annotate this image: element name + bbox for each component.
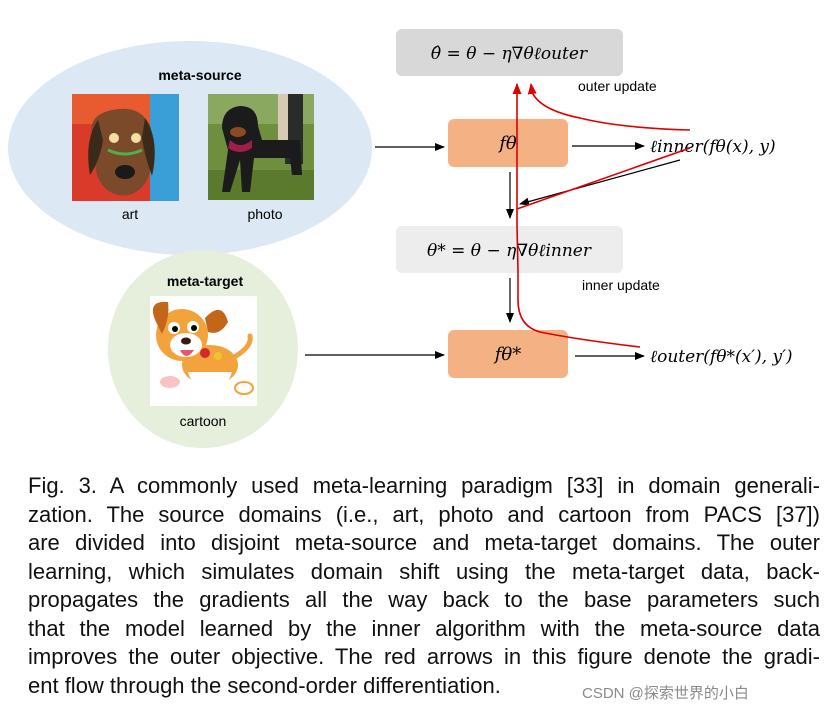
- cartoon-dog-icon: [150, 296, 257, 406]
- meta-target-title: meta-target: [167, 273, 244, 289]
- caption-line: ent flow through the second-order differ…: [28, 672, 501, 698]
- caption-line: Fig. 3. A commonly used meta-learning pa…: [28, 473, 820, 498]
- inner-update-label: inner update: [582, 277, 660, 293]
- cartoon-label: cartoon: [180, 413, 227, 429]
- art-label: art: [122, 206, 138, 222]
- inner-loss-to-f-theta-arrow: [519, 159, 681, 206]
- figure-caption: Fig. 3. A commonly used meta-learning pa…: [28, 472, 820, 700]
- inner-loss-label: ℓinner(fθ(x), y): [650, 137, 776, 157]
- f-theta-star-label: fθ*: [493, 344, 522, 365]
- meta-learning-diagram: meta-source art photo meta-target: [8, 29, 793, 448]
- inner-to-outer-gradient-path: [516, 147, 691, 210]
- caption-line: improves the outer objective. The red ar…: [28, 644, 820, 669]
- outer-update-label: outer update: [578, 78, 657, 94]
- f-theta-label: fθ: [497, 133, 517, 154]
- inner-update-equation-box: [396, 226, 623, 273]
- inner-update-equation: θ* = θ − η∇θℓinner: [427, 241, 592, 261]
- f-theta-box: [448, 119, 568, 167]
- dog-painting-icon: [72, 94, 179, 201]
- photo-label: photo: [247, 206, 282, 222]
- outer-gradient-path: [512, 83, 641, 348]
- caption-line: zation. The source domains (i.e., art, p…: [28, 501, 820, 527]
- outer-loss-label: ℓouter(fθ*(x′), y′): [650, 347, 793, 367]
- outer-update-equation: θ̂ = θ − η∇θℓouter: [431, 44, 588, 64]
- caption-line: propagates the gradients all the way bac…: [28, 587, 820, 612]
- caption-line: are divided into disjoint meta-source an…: [28, 530, 820, 555]
- inner-gradient-path: [527, 83, 691, 131]
- caption-line: that the model learned by the inner algo…: [28, 615, 820, 641]
- caption-line: learning, which simulates domain shift u…: [28, 558, 820, 584]
- watermark: CSDN @探索世界的小白: [582, 685, 749, 702]
- dog-photo-icon: [208, 94, 314, 200]
- f-theta-star-box: [448, 330, 568, 378]
- outer-update-equation-box: [396, 29, 623, 76]
- meta-source-title: meta-source: [158, 67, 241, 83]
